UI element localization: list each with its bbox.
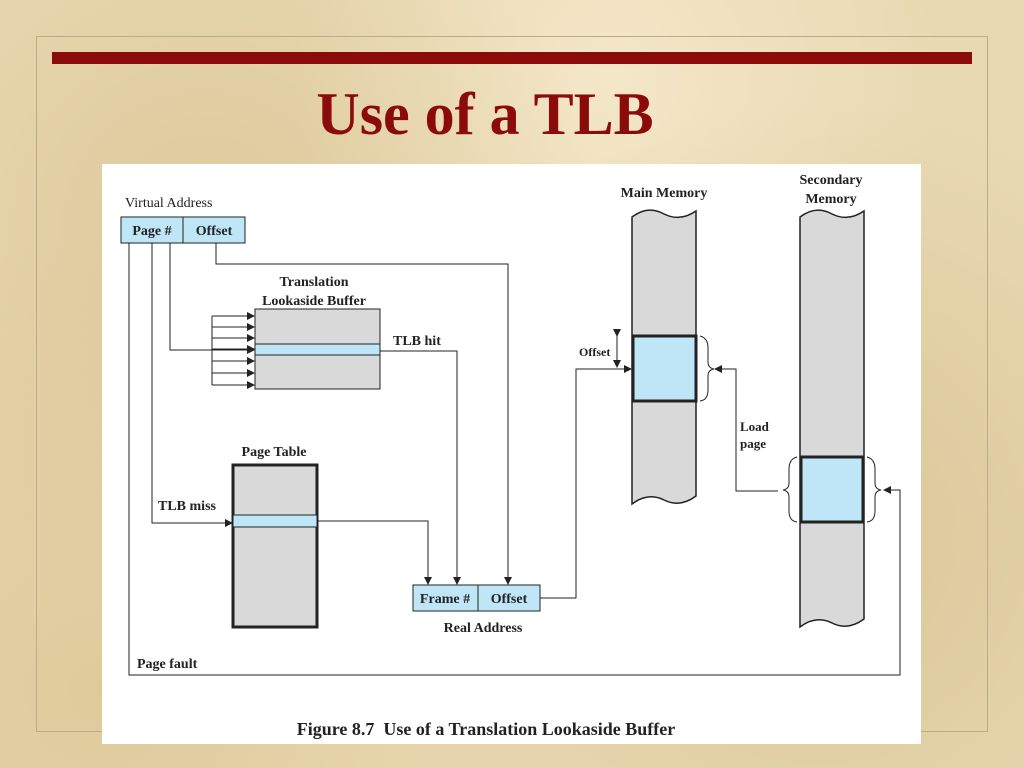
- load-page-line1: Load: [740, 419, 770, 434]
- secondary-memory-column: [799, 209, 865, 629]
- va-offset-field-box: [182, 216, 246, 244]
- load-page-path: [714, 365, 778, 492]
- load-page-line2: page: [740, 436, 766, 451]
- tlb-title-line1: Translation: [280, 275, 349, 290]
- figure-panel: Virtual Address Page # Offset Translatio…: [102, 164, 921, 744]
- va-page-field: Page #: [132, 224, 171, 239]
- ra-frame-field-box: [412, 584, 479, 612]
- tlb-miss-path: [151, 243, 233, 527]
- tlb-title-line2: Lookaside Buffer: [262, 294, 366, 309]
- page-table-title: Page Table: [242, 445, 307, 460]
- figure-caption: Figure 8.7 Use of a Translation Lookasid…: [297, 719, 676, 739]
- va-offset-field: Offset: [196, 224, 233, 239]
- tlb-diagram: Virtual Address Page # Offset Translatio…: [120, 173, 901, 739]
- tlb-miss-label: TLB miss: [158, 499, 217, 514]
- secondary-memory-page-right-brace: [866, 456, 882, 523]
- main-memory-offset-label: Offset: [579, 345, 610, 359]
- real-address-label: Real Address: [444, 621, 523, 636]
- main-memory-frame-brace: [699, 335, 715, 402]
- tlb-hit-path: [380, 350, 461, 585]
- page-table-block: [231, 463, 319, 629]
- secondary-memory-label-line2: Memory: [805, 192, 856, 207]
- page-table-to-frame-path: [317, 520, 432, 585]
- page-number-to-tlb-path: [169, 243, 255, 354]
- main-memory-frame: [631, 334, 698, 403]
- page-fault-label: Page fault: [137, 657, 198, 672]
- slide-title: Use of a TLB: [316, 81, 654, 147]
- ra-frame-field: Frame #: [420, 592, 470, 607]
- page-fault-path: [128, 243, 901, 676]
- main-memory-label: Main Memory: [621, 186, 708, 201]
- offset-path: [215, 243, 512, 585]
- tlb-hit-entry: [254, 343, 381, 356]
- secondary-memory-page: [799, 455, 865, 524]
- virtual-address-label: Virtual Address: [125, 196, 212, 211]
- tlb-hit-label: TLB hit: [393, 334, 441, 349]
- real-address-to-memory-path: [540, 365, 632, 599]
- secondary-memory-page-left-brace: [782, 456, 798, 523]
- ra-offset-field: Offset: [491, 592, 528, 607]
- ra-offset-field-box: [477, 584, 541, 612]
- page-table-entry: [232, 514, 318, 528]
- title-accent-bar: [52, 52, 972, 64]
- secondary-memory-label-line1: Secondary: [800, 173, 863, 188]
